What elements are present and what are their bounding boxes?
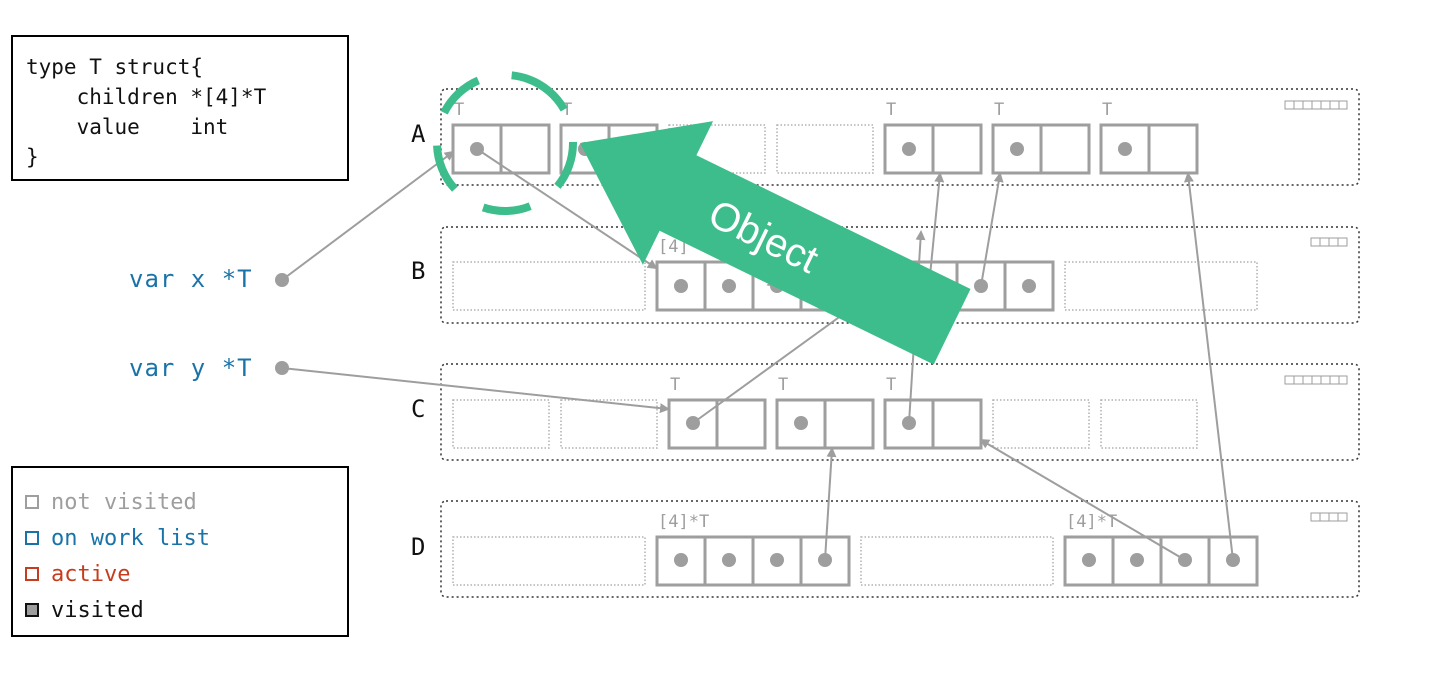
free-slot-b4 [1064, 261, 1258, 311]
dot-d2-4 [818, 553, 832, 567]
type-label-d2: [4]*T [658, 512, 709, 532]
free-slot-c6 [992, 399, 1090, 449]
type-label-a7: T [1102, 100, 1112, 120]
code-line-4: } [26, 145, 39, 169]
legend-label-not-visited: not visited [51, 489, 197, 515]
dot-d4-1 [1082, 553, 1096, 567]
pointer-d4-to-c5 [979, 438, 1186, 561]
free-slot-d1 [452, 536, 646, 586]
type-label-d4: [4]*T [1066, 512, 1117, 532]
bitmap-c [1284, 375, 1348, 385]
bitmap-d [1310, 512, 1348, 522]
row-label-b: B [411, 257, 426, 285]
dot-d4-3 [1178, 553, 1192, 567]
legend-swatch-visited [25, 603, 39, 617]
dot-b3-4 [1022, 279, 1036, 293]
type-label-c3: T [670, 375, 680, 395]
dot-var-y [275, 361, 289, 375]
free-slot-d3 [860, 536, 1054, 586]
pointer-b3-to-a6 [980, 172, 1004, 287]
legend-swatch-active [25, 567, 39, 581]
legend-swatch-on-work-list [25, 531, 39, 545]
code-line-3: value int [26, 115, 229, 139]
legend-swatch-not-visited [25, 495, 39, 509]
pointer-dots [275, 142, 1240, 567]
legend-item-active: active [25, 556, 347, 592]
object-c5 [883, 398, 983, 450]
free-slot-a4 [776, 124, 874, 174]
code-text: type T struct{ children *[4]*T value int… [13, 37, 347, 172]
pointer-x-to-a1 [281, 150, 455, 281]
dot-c3 [686, 416, 700, 430]
object-d2 [655, 535, 851, 587]
free-slot-b1 [452, 261, 646, 311]
object-a7 [1099, 123, 1199, 175]
type-label-a6: T [994, 100, 1004, 120]
bitmap-a [1284, 100, 1348, 110]
object-c4 [775, 398, 875, 450]
pointer-b3-to-a5 [928, 172, 945, 287]
dot-c4 [794, 416, 808, 430]
pointer-c3-to-b3 [692, 300, 862, 424]
dot-c5 [902, 416, 916, 430]
object-a6 [991, 123, 1091, 175]
dot-d2-1 [674, 553, 688, 567]
dot-a7 [1118, 142, 1132, 156]
legend-label-active: active [51, 561, 131, 587]
pointer-a1-to-b2 [476, 148, 658, 270]
pointer-d4-to-a7 [1183, 172, 1234, 561]
dot-b2-2 [722, 279, 736, 293]
type-label-a5: T [886, 100, 896, 120]
type-label-a1: T [454, 100, 464, 120]
type-label-c4: T [778, 375, 788, 395]
free-slot-c2 [560, 399, 658, 449]
code-line-1: type T struct{ [26, 55, 204, 79]
dot-d2-3 [770, 553, 784, 567]
dot-var-x [275, 273, 289, 287]
pointer-y-to-c3 [281, 367, 670, 414]
row-label-c: C [411, 395, 426, 423]
legend-item-not-visited: not visited [25, 484, 347, 520]
dot-b2-1 [674, 279, 688, 293]
dot-b3-3 [974, 279, 988, 293]
dot-a1 [470, 142, 484, 156]
code-box: type T struct{ children *[4]*T value int… [11, 35, 349, 181]
row-label-d: D [411, 533, 426, 561]
dot-a5 [902, 142, 916, 156]
var-y-label: var y *T [129, 354, 253, 382]
object-c3 [667, 398, 767, 450]
var-x-label: var x *T [129, 265, 253, 293]
dot-a6 [1010, 142, 1024, 156]
free-slot-c7 [1100, 399, 1198, 449]
type-label-a2: T [562, 100, 572, 120]
legend-box: not visited on work list active visited [11, 466, 349, 637]
legend-item-on-work-list: on work list [25, 520, 347, 556]
free-slot-c1 [452, 399, 550, 449]
legend-label-visited: visited [51, 597, 144, 623]
legend-label-on-work-list: on work list [51, 525, 210, 551]
legend-item-visited: visited [25, 592, 347, 628]
highlight-circle [433, 71, 577, 215]
dot-d2-2 [722, 553, 736, 567]
type-label-c5: T [886, 375, 896, 395]
bitmap-b [1310, 237, 1348, 247]
pointer-d2-to-c4 [824, 447, 837, 561]
dot-d4-2 [1130, 553, 1144, 567]
row-label-a: A [411, 120, 426, 148]
code-line-2: children *[4]*T [26, 85, 267, 109]
dot-d4-4 [1226, 553, 1240, 567]
object-a5 [883, 123, 983, 175]
